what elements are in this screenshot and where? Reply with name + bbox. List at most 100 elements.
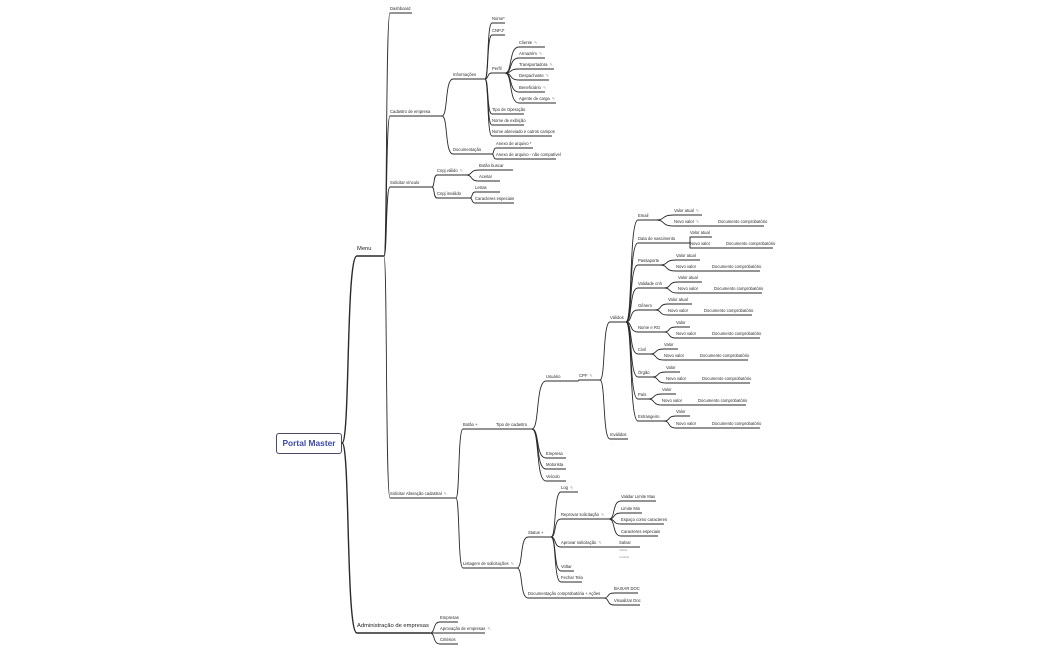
node-campo-orgao[interactable]: Órgão xyxy=(638,370,650,375)
node-anexo-arquivo[interactable]: Anexo de arquivo * xyxy=(496,141,532,146)
node-documento[interactable]: Documento comprobatório xyxy=(714,286,764,291)
node-nome[interactable]: Nome* xyxy=(492,16,505,21)
node-valor[interactable]: Valor xyxy=(666,365,676,370)
node-documento[interactable]: Documento comprobatório xyxy=(712,331,762,336)
node-solicitar-vinculo[interactable]: Solicitar vínculo xyxy=(390,180,420,185)
node-campo-nome-rg[interactable]: Nome e RG xyxy=(638,325,661,330)
node-label: Aprovar solicitação xyxy=(561,540,597,545)
node-solicitar-alteracao[interactable]: Solicitar Alteração cadastral✎ xyxy=(390,491,447,496)
node-espaco-caracteres[interactable]: Espaço como caracteres xyxy=(621,517,668,522)
node-documento[interactable]: Documento comprobatório xyxy=(700,353,750,358)
node-fechar-tela[interactable]: Fechar Tela xyxy=(561,575,583,580)
node-veiculo[interactable]: Veículo xyxy=(546,474,560,479)
node-invalidos[interactable]: Inválidos xyxy=(610,432,627,437)
node-valor-atual[interactable]: Valor atual xyxy=(690,230,710,235)
node-criterios[interactable]: Critérios xyxy=(440,637,456,642)
node-documento[interactable]: Documento comprobatório xyxy=(726,241,776,246)
node-empresa[interactable]: Empresa xyxy=(546,451,563,456)
node-documento[interactable]: Documento comprobatório xyxy=(712,264,762,269)
node-valor[interactable]: Valor xyxy=(662,387,672,392)
node-valor[interactable]: Valor xyxy=(676,409,686,414)
node-validar-limite[interactable]: Validar Limite Max xyxy=(621,494,656,499)
node-dashboard[interactable]: Dashboard xyxy=(390,6,411,11)
node-listagem-solicitacoes[interactable]: Listagem de solicitações✎ xyxy=(463,561,514,566)
node-documento[interactable]: Documento comprobatório xyxy=(712,421,762,426)
node-documento[interactable]: Documento comprobatório xyxy=(704,308,754,313)
node-aprovar-solicitacao[interactable]: Aprovar solicitação✎ xyxy=(561,540,602,545)
node-perfil-armazem[interactable]: Armazém✎ xyxy=(519,51,542,56)
node-documento[interactable]: Documento comprobatório xyxy=(702,376,752,381)
node-campo-validade-cnh[interactable]: Validade cnh xyxy=(638,281,662,286)
node-novo-valor[interactable]: Novo valor xyxy=(690,241,711,246)
node-aprovacao-empresas[interactable]: Aprovação de empresas✎ xyxy=(440,626,491,631)
node-baixar-doc[interactable]: BAIXAR DOC xyxy=(614,586,640,591)
node-salvar[interactable]: Salvar xyxy=(619,540,631,545)
node-perfil-beneficiario[interactable]: Beneficiário✎ xyxy=(519,85,546,90)
node-valor-atual[interactable]: Valor atual xyxy=(678,275,698,280)
node-empresas[interactable]: Empresas xyxy=(440,615,459,620)
node-menu[interactable]: Menu xyxy=(357,246,372,252)
node-caracteres-especiais-2[interactable]: Caracteres especiais xyxy=(621,529,661,534)
node-nome-abreviado[interactable]: Nome abreviado e outros campos xyxy=(492,129,555,134)
connector xyxy=(659,264,700,272)
node-reprovar-solicitacao[interactable]: Reprovar solicitação✎ xyxy=(561,512,604,517)
node-perfil-despachante[interactable]: Despachante✎ xyxy=(519,73,549,78)
node-nome-exibicao[interactable]: Nome de exibição xyxy=(492,118,526,123)
node-anexo-invalido[interactable]: Anexo de arquivo - não compatível xyxy=(496,152,561,157)
node-novo-valor[interactable]: Novo valor xyxy=(678,286,699,291)
node-cnpj-invalido[interactable]: Cnpj inválido xyxy=(437,191,461,196)
node-novo-valor[interactable]: Novo valor xyxy=(666,376,687,381)
node-log[interactable]: Log✎ xyxy=(561,485,573,490)
node-campo-passaporte[interactable]: Passaporte xyxy=(638,258,660,263)
node-letras[interactable]: Letras xyxy=(475,185,487,190)
node-valor-atual[interactable]: Valor atual xyxy=(676,253,696,258)
node-perfil-transportadora[interactable]: Transportadora✎ xyxy=(519,62,553,67)
connector xyxy=(689,236,712,244)
node-cnpj[interactable]: CNPJ* xyxy=(492,28,505,33)
node-voltar[interactable]: Voltar xyxy=(561,564,572,569)
node-cnpj-valido[interactable]: Cnpj válido✎ xyxy=(437,168,463,173)
node-novo-valor[interactable]: Novo valor xyxy=(668,308,689,313)
note-icon: ✎ xyxy=(589,373,593,378)
node-motorista[interactable]: Motorista xyxy=(546,462,564,467)
node-perfil[interactable]: Perfil xyxy=(492,66,502,71)
node-validos[interactable]: Válidos xyxy=(610,315,624,320)
node-novo-valor[interactable]: Novo valor xyxy=(664,353,685,358)
node-campo-data-nascimento[interactable]: Data de nascimento xyxy=(638,236,676,241)
node-visualizar-doc[interactable]: Visualizar Doc xyxy=(614,598,641,603)
root-node[interactable]: Portal Master xyxy=(276,433,342,454)
node-novo-valor[interactable]: Novo valor xyxy=(676,331,697,336)
node-valor[interactable]: Valor xyxy=(664,342,674,347)
node-novo-valor[interactable]: Novo valor xyxy=(662,398,683,403)
node-campo-pais[interactable]: País xyxy=(638,392,647,397)
node-valor-atual[interactable]: Valor atual✎ xyxy=(674,208,699,213)
node-status-plus[interactable]: Status + xyxy=(528,530,544,535)
node-aceitar[interactable]: Aceitar xyxy=(479,174,493,179)
node-caracteres-especiais[interactable]: Caracteres especiais xyxy=(475,196,515,201)
node-documentacao[interactable]: Documentação xyxy=(453,147,482,152)
node-campo-genero[interactable]: Gênero xyxy=(638,303,652,308)
node-usuario[interactable]: Usuário xyxy=(546,374,561,379)
node-documento[interactable]: Documento comprobatório xyxy=(718,219,768,224)
node-informacoes[interactable]: Informações xyxy=(453,72,477,77)
node-documento[interactable]: Documento comprobatório xyxy=(698,398,748,403)
node-cadastro-empresa[interactable]: Cadastro de empresa xyxy=(390,109,431,114)
node-valor[interactable]: Valor xyxy=(676,320,686,325)
node-botao-buscar[interactable]: Botão buscar xyxy=(479,163,504,168)
node-perfil-cliente[interactable]: Cliente✎ xyxy=(519,40,537,45)
node-tipo-operacao[interactable]: Tipo de Operação xyxy=(492,107,526,112)
node-campo-civil[interactable]: Civil xyxy=(638,347,646,352)
node-documentacao-acoes[interactable]: Documentação comprobatória + Ações xyxy=(528,591,601,596)
node-novo-valor[interactable]: Novo valor xyxy=(676,421,697,426)
node-novo-valor[interactable]: Novo valor✎ xyxy=(674,219,699,224)
node-perfil-agente-carga[interactable]: Agente de carga✎ xyxy=(519,96,555,101)
node-limite-min[interactable]: Limite Min xyxy=(621,506,641,511)
node-cpf[interactable]: CPF✎ xyxy=(579,373,593,378)
node-tipo-cadastro[interactable]: Tipo de cadastro xyxy=(496,422,528,427)
node-valor-atual[interactable]: Valor atual xyxy=(668,297,688,302)
node-campo-estrangeiro[interactable]: Estrangeiro xyxy=(638,414,660,419)
node-admin-empresas[interactable]: Administração de empresas xyxy=(357,623,429,629)
node-botao-plus[interactable]: Botão + xyxy=(463,422,478,427)
node-campo-email[interactable]: Email xyxy=(638,213,649,218)
node-novo-valor[interactable]: Novo valor xyxy=(676,264,697,269)
